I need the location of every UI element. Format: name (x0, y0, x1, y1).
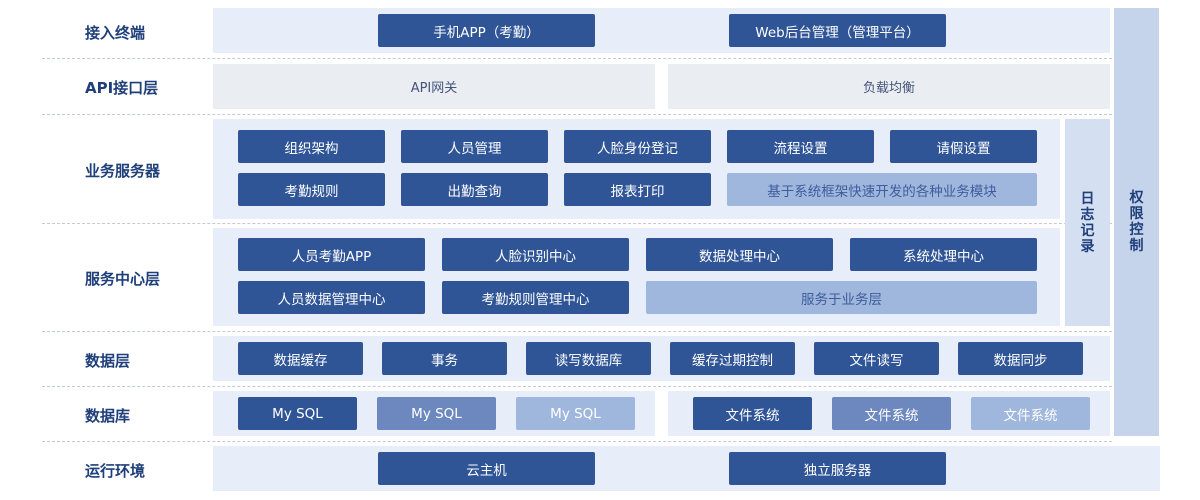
custom-business-modules-box: 基于系统框架快速开发的各种业务模块 (727, 173, 1037, 206)
mysql-box: My SQL (377, 397, 496, 430)
terminal-panel (213, 8, 1110, 53)
layer-divider (42, 223, 1112, 224)
data-layer-box: 缓存过期控制 (670, 342, 795, 375)
business-module-box: 人员管理 (401, 130, 548, 163)
serves-business-layer-box: 服务于业务层 (646, 281, 1037, 314)
layer-divider (42, 58, 1112, 59)
mysql-box: My SQL (238, 397, 357, 430)
permission-control-column: 权 限 控 制 (1114, 8, 1159, 436)
terminal-web-admin-box: Web后台管理（管理平台） (729, 14, 946, 47)
cloud-host-box: 云主机 (378, 452, 595, 485)
layer-label-terminal: 接入终端 (85, 24, 146, 42)
layer-label-business: 业务服务器 (85, 162, 161, 180)
permission-char: 权 (1129, 190, 1144, 206)
data-layer-box: 读写数据库 (526, 342, 651, 375)
log-char: 志 (1080, 206, 1095, 223)
business-module-box: 考勤规则 (238, 173, 385, 206)
layer-label-api: API接口层 (85, 79, 159, 97)
mysql-box: My SQL (516, 397, 635, 430)
data-layer-box: 事务 (382, 342, 507, 375)
layer-label-database: 数据库 (85, 407, 131, 425)
business-module-box: 出勤查询 (401, 173, 548, 206)
runtime-panel (213, 446, 1160, 491)
permission-char: 控 (1129, 222, 1144, 238)
api-gateway-panel: API网关 (213, 64, 655, 109)
log-char: 录 (1080, 238, 1095, 255)
file-system-box: 文件系统 (693, 397, 812, 430)
service-center-box: 考勤规则管理中心 (442, 281, 629, 314)
permission-char: 制 (1129, 238, 1144, 254)
service-center-box: 系统处理中心 (850, 238, 1037, 271)
business-module-box: 请假设置 (890, 130, 1037, 163)
layer-divider (42, 331, 1112, 332)
service-center-box: 数据处理中心 (646, 238, 833, 271)
business-module-box: 流程设置 (727, 130, 874, 163)
layer-label-data: 数据层 (85, 352, 131, 370)
data-layer-box: 文件读写 (814, 342, 939, 375)
data-layer-box: 数据缓存 (238, 342, 363, 375)
layer-label-service-center: 服务中心层 (85, 270, 161, 288)
service-center-box: 人员考勤APP (238, 238, 425, 271)
file-system-box: 文件系统 (971, 397, 1090, 430)
layer-label-runtime: 运行环境 (85, 462, 146, 480)
log-char: 日 (1080, 190, 1095, 207)
terminal-mobile-app-box: 手机APP（考勤） (378, 14, 595, 47)
log-char: 记 (1080, 222, 1095, 239)
permission-char: 限 (1129, 206, 1144, 222)
business-module-box: 组织架构 (238, 130, 385, 163)
business-module-box: 人脸身份登记 (564, 130, 711, 163)
layer-divider (42, 441, 1112, 442)
data-layer-box: 数据同步 (958, 342, 1083, 375)
service-center-box: 人员数据管理中心 (238, 281, 425, 314)
load-balancer-panel: 负载均衡 (668, 64, 1110, 109)
log-record-column: 日 志 记 录 (1065, 119, 1110, 326)
layer-divider (42, 386, 1112, 387)
business-module-box: 报表打印 (564, 173, 711, 206)
layer-divider (42, 114, 1112, 115)
dedicated-server-box: 独立服务器 (729, 452, 946, 485)
service-center-box: 人脸识别中心 (442, 238, 629, 271)
file-system-box: 文件系统 (832, 397, 951, 430)
